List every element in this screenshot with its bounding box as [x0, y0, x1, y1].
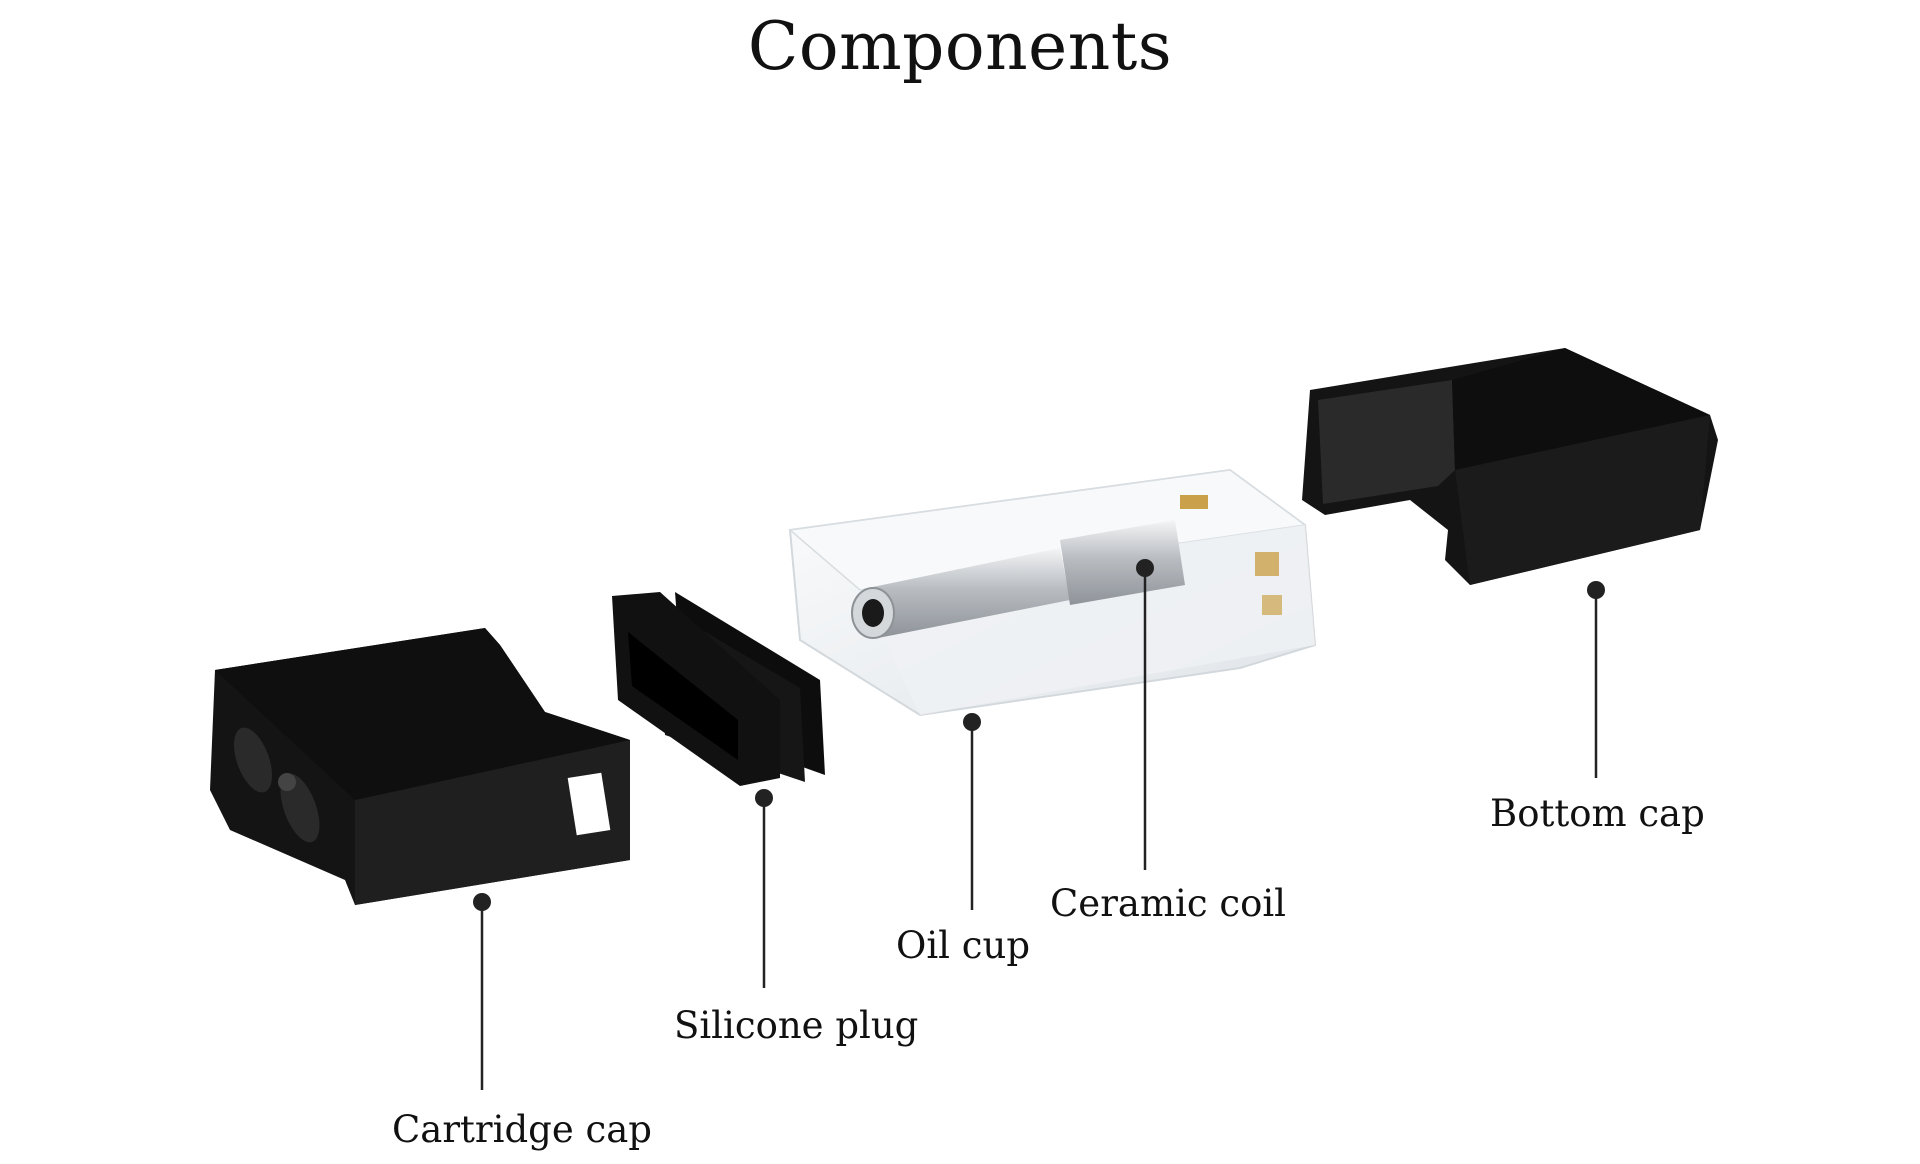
leader-ceramic-coil	[1136, 559, 1154, 870]
leader-silicone-plug	[755, 789, 773, 988]
label-bottom-cap: Bottom cap	[1490, 792, 1705, 835]
label-ceramic-coil: Ceramic coil	[1050, 882, 1287, 925]
silicone-plug-part	[612, 592, 825, 786]
cap-window	[567, 772, 611, 836]
leader-oil-cup	[963, 713, 981, 910]
label-cartridge-cap: Cartridge cap	[392, 1108, 652, 1151]
label-silicone-plug: Silicone plug	[674, 1004, 919, 1047]
label-oil-cup: Oil cup	[896, 924, 1030, 967]
diagram-title: Components	[747, 8, 1173, 85]
leader-bottom-cap	[1587, 581, 1605, 778]
oil-cup-part	[788, 468, 1317, 717]
leader-cartridge-cap	[473, 893, 491, 1090]
ceramic-coil-part	[851, 520, 1185, 639]
cartridge-cap-part	[210, 628, 630, 905]
bottom-cap-part	[1302, 348, 1718, 585]
